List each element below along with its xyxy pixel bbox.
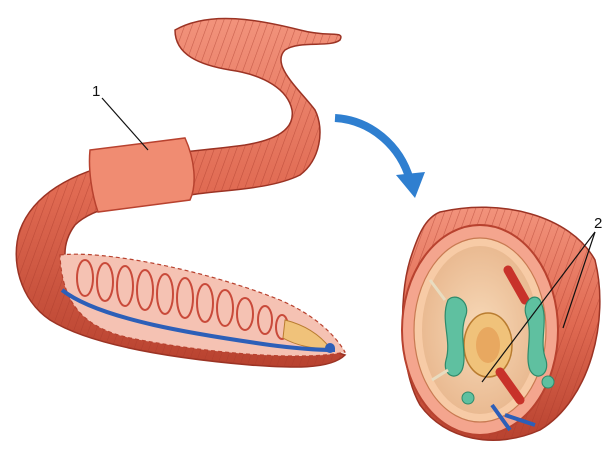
- cross-section: [402, 207, 600, 440]
- zoom-arrow: [335, 118, 425, 198]
- label-1: 1: [92, 83, 100, 100]
- label-2: 2: [594, 215, 602, 232]
- cerebral-ganglion: [325, 343, 335, 353]
- clitellum: [89, 138, 194, 212]
